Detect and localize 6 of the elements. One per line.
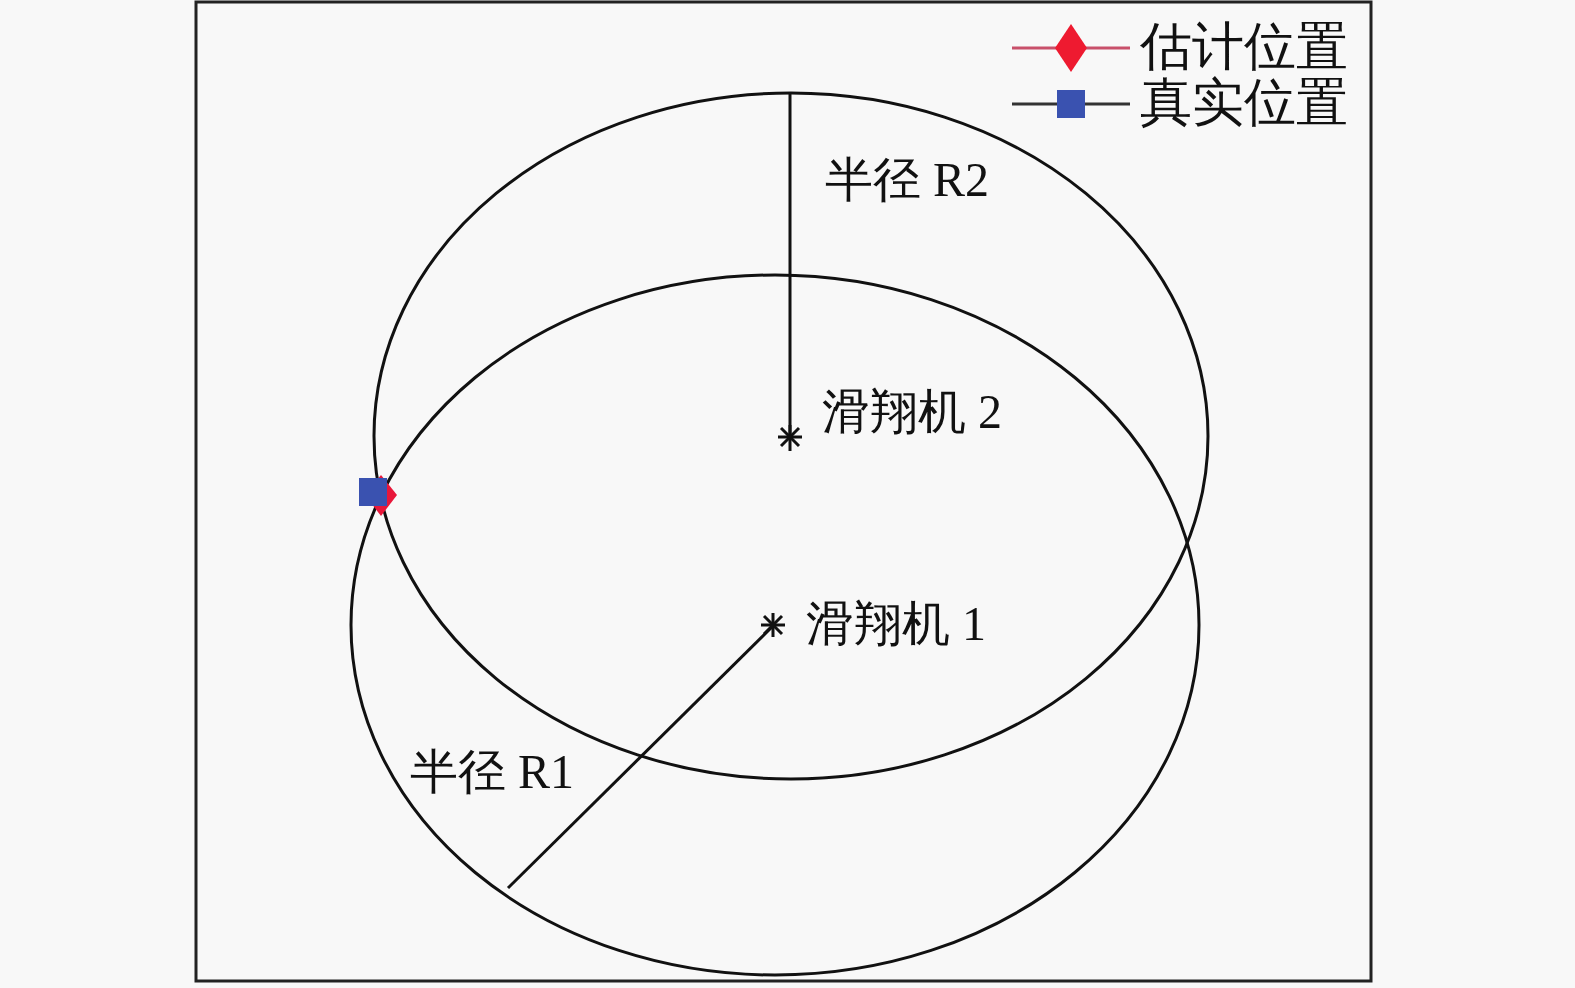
text-label: 滑翔机 2 (822, 388, 1002, 436)
legend-label: 真实位置 (1140, 77, 1348, 129)
text-label: 半径 R2 (825, 156, 989, 204)
text-label: 滑翔机 1 (806, 600, 986, 648)
text-label: 半径 R1 (410, 748, 574, 796)
legend-label: 估计位置 (1140, 21, 1348, 73)
